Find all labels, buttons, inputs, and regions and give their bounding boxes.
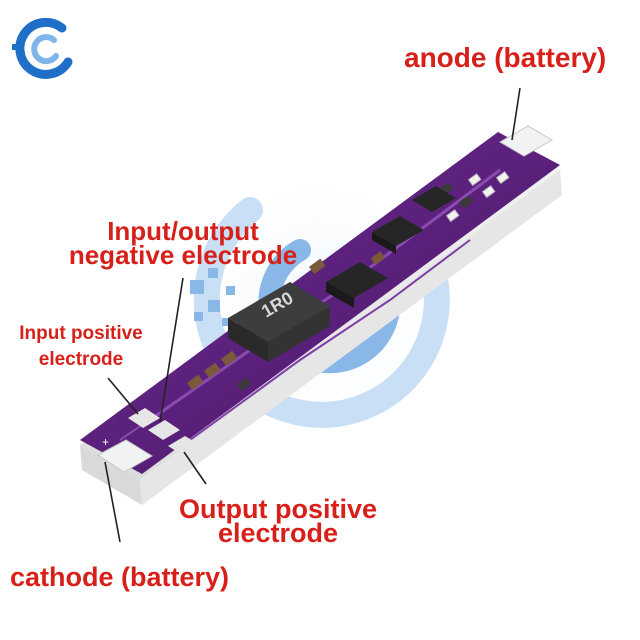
label-cathode: cathode (battery) bbox=[10, 562, 230, 592]
anode-pad bbox=[499, 125, 553, 157]
leader-lines bbox=[104, 87, 521, 543]
cathode-pad bbox=[97, 439, 153, 473]
brand-logo-icon bbox=[10, 14, 80, 84]
label-output-positive-line2: electrode bbox=[217, 518, 339, 548]
label-input-positive-line2: electrode bbox=[38, 349, 124, 370]
pad-plus-marking: + bbox=[102, 435, 110, 449]
label-input-positive-line1: Input positive bbox=[19, 323, 143, 344]
label-output-positive-line1: Output positive bbox=[179, 494, 377, 524]
status-leds bbox=[445, 171, 510, 223]
label-io-negative-line1: Input/output bbox=[107, 216, 259, 246]
label-io-negative-line2: negative electrode bbox=[68, 240, 298, 270]
ic-chip-2 bbox=[372, 216, 424, 254]
io-pads bbox=[128, 408, 198, 454]
ic-chip-1 bbox=[326, 262, 388, 308]
label-anode: anode (battery) bbox=[404, 42, 607, 73]
inductor bbox=[228, 282, 330, 362]
ic-chip-3 bbox=[412, 186, 456, 212]
